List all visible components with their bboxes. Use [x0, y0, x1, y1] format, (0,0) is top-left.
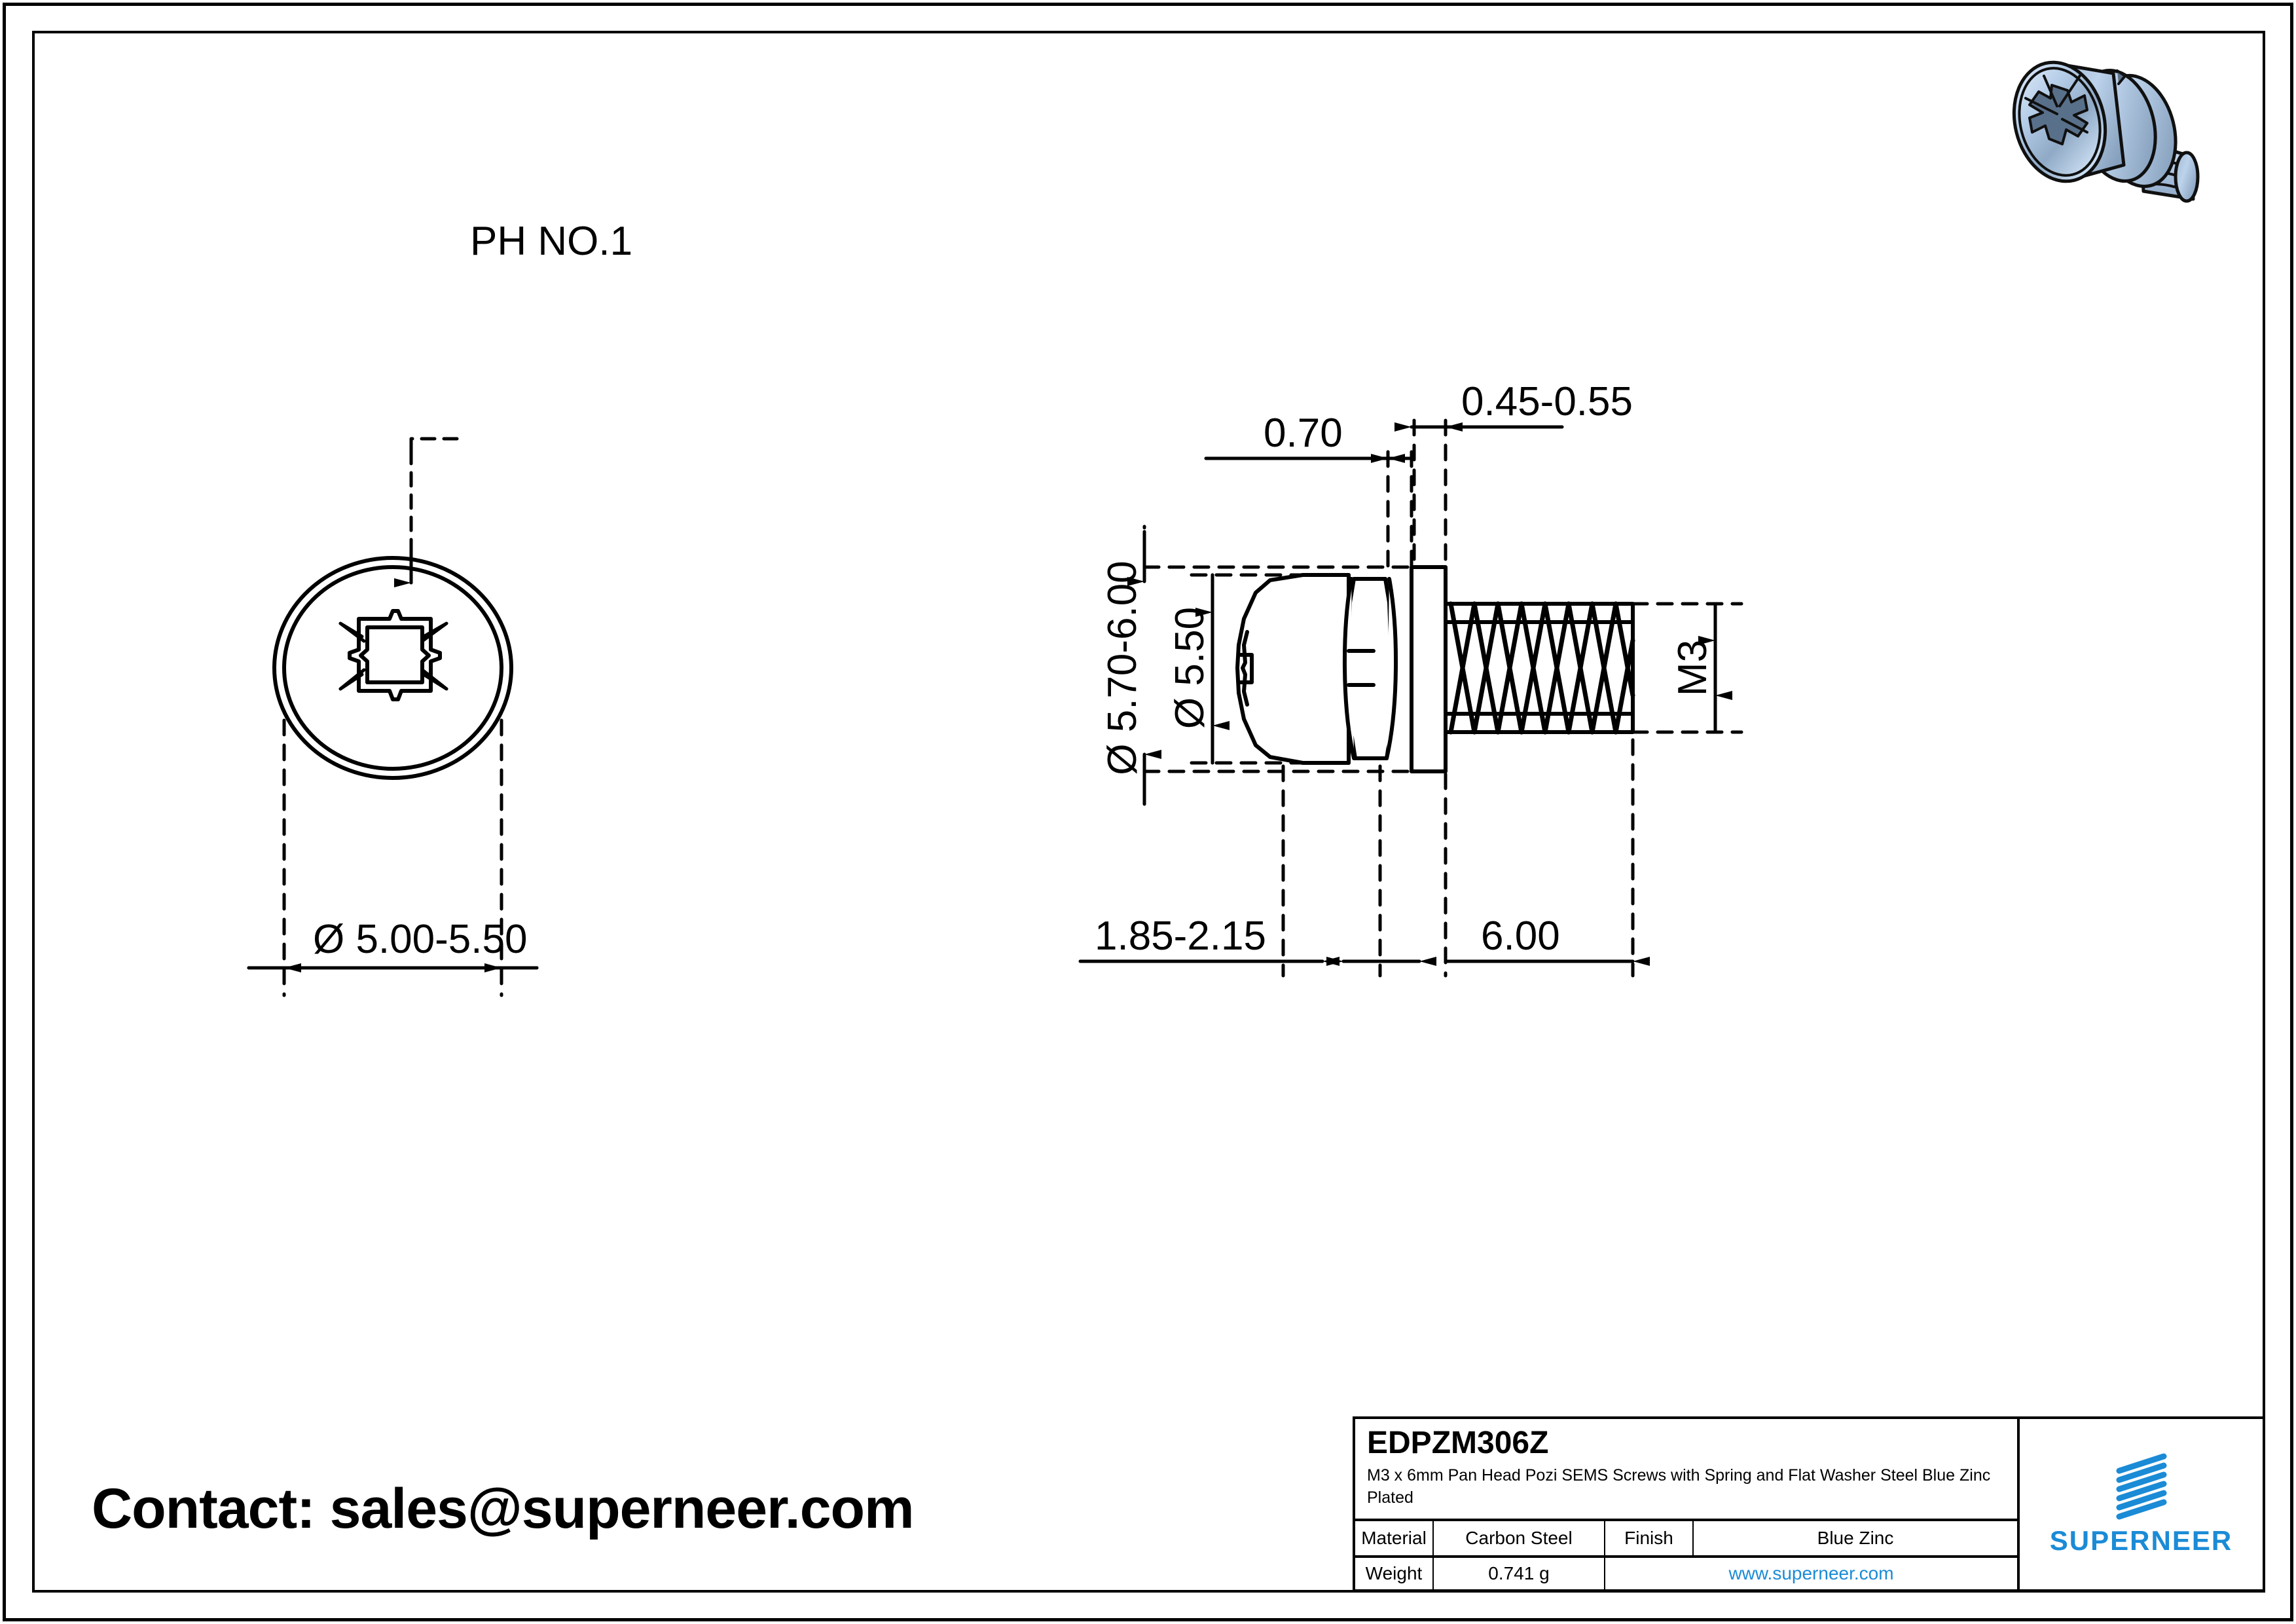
finish-value: Blue Zinc — [1817, 1528, 1894, 1548]
title-block-row-material: Material Carbon Steel Finish Blue Zinc — [1355, 1521, 2017, 1558]
contact-text: Contact: sales@superneer.com — [92, 1477, 915, 1540]
pozi-rib-marks — [338, 621, 448, 691]
front-view-diameter-label: Ø 5.00-5.50 — [313, 917, 527, 962]
brand-logo: SUPERNEER — [2020, 1419, 2263, 1589]
side-view-head-diameter-label: Ø 5.50 — [1167, 607, 1212, 729]
finish-label: Finish — [1605, 1521, 1694, 1555]
part-number: EDPZM306Z — [1367, 1426, 1549, 1460]
side-view-head-thickness-label: 1.85-2.15 — [1095, 913, 1266, 959]
title-block-description-area: EDPZM306Z M3 x 6mm Pan Head Pozi SEMS Sc… — [1355, 1419, 2017, 1521]
pozidriv-cross-recess-icon — [348, 609, 442, 701]
front-view-drive-callout-label: PH NO.1 — [470, 219, 632, 264]
dim-flat-washer-extension — [1412, 418, 1448, 566]
side-view-spring-washer — [1342, 577, 1398, 760]
title-block: EDPZM306Z M3 x 6mm Pan Head Pozi SEMS Sc… — [1353, 1416, 2265, 1592]
pan-head-pozi-sems-screw-3d-icon — [2012, 60, 2200, 203]
dim-head-diameter-extension — [1190, 573, 1309, 765]
part-description: M3 x 6mm Pan Head Pozi SEMS Screws with … — [1367, 1466, 1991, 1507]
website-link[interactable]: www.superneer.com — [1728, 1563, 1894, 1583]
title-block-row-weight: Weight 0.741 g www.superneer.com — [1355, 1558, 2017, 1589]
dim-spring-washer-extension — [1386, 450, 1413, 573]
sheet-outer-border — [3, 3, 2293, 1621]
side-view-flat-washer-label: 0.45-0.55 — [1461, 379, 1633, 424]
weight-label: Weight — [1355, 1558, 1434, 1589]
side-view-pan-head — [1235, 573, 1351, 765]
sheet-inner-frame — [32, 31, 2265, 1593]
side-view-recess-lines — [1239, 630, 1254, 707]
dim-bottom-extension-lines — [1281, 738, 1635, 978]
weight-value: 0.741 g — [1434, 1558, 1605, 1589]
dim-overall-extension — [1142, 565, 1416, 773]
drive-callout-leader — [409, 437, 467, 553]
side-view-thread-size-label: M3 — [1670, 640, 1715, 696]
thread-root-lines — [1444, 620, 1635, 716]
material-label: Material — [1355, 1521, 1434, 1555]
superneer-stripes-icon — [2116, 1453, 2166, 1520]
side-view-overall-diameter-label: Ø 5.70-6.00 — [1100, 561, 1145, 775]
side-view-spring-washer-label: 0.70 — [1264, 411, 1343, 456]
front-view-extension-lines — [282, 718, 503, 997]
material-value: Carbon Steel — [1434, 1521, 1605, 1555]
brand-wordmark: SUPERNEER — [2049, 1525, 2233, 1556]
thread-crests — [1448, 601, 1635, 735]
dim-thread-size-extension — [1631, 602, 1743, 734]
side-view-flat-washer — [1410, 565, 1448, 773]
title-block-main: EDPZM306Z M3 x 6mm Pan Head Pozi SEMS Sc… — [1355, 1419, 2020, 1589]
side-view-thread-length-label: 6.00 — [1481, 913, 1560, 959]
